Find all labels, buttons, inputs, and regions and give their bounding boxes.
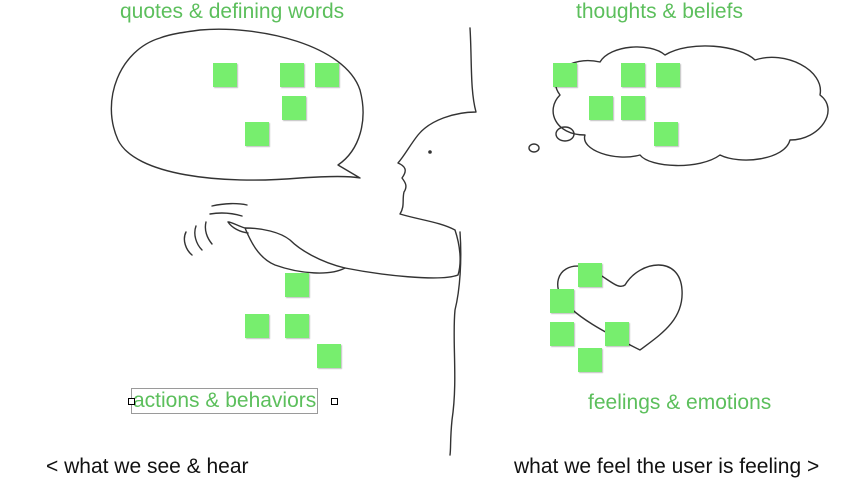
sticky-note[interactable] (282, 96, 306, 120)
sticky-note[interactable] (553, 63, 577, 87)
thoughts-label[interactable]: thoughts & beliefs (576, 0, 743, 23)
feelings-label[interactable]: feelings & emotions (588, 391, 772, 414)
sticky-note[interactable] (654, 122, 678, 146)
resize-handle-right[interactable] (331, 398, 338, 405)
see-hear-caption: < what we see & hear (46, 455, 249, 478)
thought-cloud (552, 45, 829, 167)
motion-lines (183, 202, 248, 256)
actions-label[interactable]: actions & behaviors (131, 388, 319, 414)
sticky-note[interactable] (245, 314, 269, 338)
resize-handle-left[interactable] (128, 398, 135, 405)
sticky-note[interactable] (621, 96, 645, 120)
sticky-note[interactable] (578, 348, 602, 372)
feel-caption: what we feel the user is feeling > (514, 455, 820, 478)
sticky-note[interactable] (245, 122, 269, 146)
sticky-note[interactable] (285, 273, 309, 297)
sticky-note[interactable] (578, 263, 602, 287)
speech-bubble (110, 28, 364, 181)
sticky-note[interactable] (550, 322, 574, 346)
sticky-note[interactable] (550, 289, 574, 313)
sticky-note[interactable] (285, 314, 309, 338)
sticky-note[interactable] (315, 63, 339, 87)
thought-bubble-small (555, 126, 575, 142)
sticky-note[interactable] (589, 96, 613, 120)
quotes-label[interactable]: quotes & defining words (120, 0, 345, 23)
sticky-note[interactable] (280, 63, 304, 87)
thought-bubble-tiny (528, 143, 540, 153)
sticky-note[interactable] (621, 63, 645, 87)
sticky-note[interactable] (605, 322, 629, 346)
body-line (449, 231, 462, 456)
eye-dot (428, 150, 432, 154)
sticky-note[interactable] (213, 63, 237, 87)
sticky-note[interactable] (317, 344, 341, 368)
person-profile (344, 27, 477, 279)
pointing-hand (227, 221, 346, 274)
sticky-note[interactable] (656, 63, 680, 87)
